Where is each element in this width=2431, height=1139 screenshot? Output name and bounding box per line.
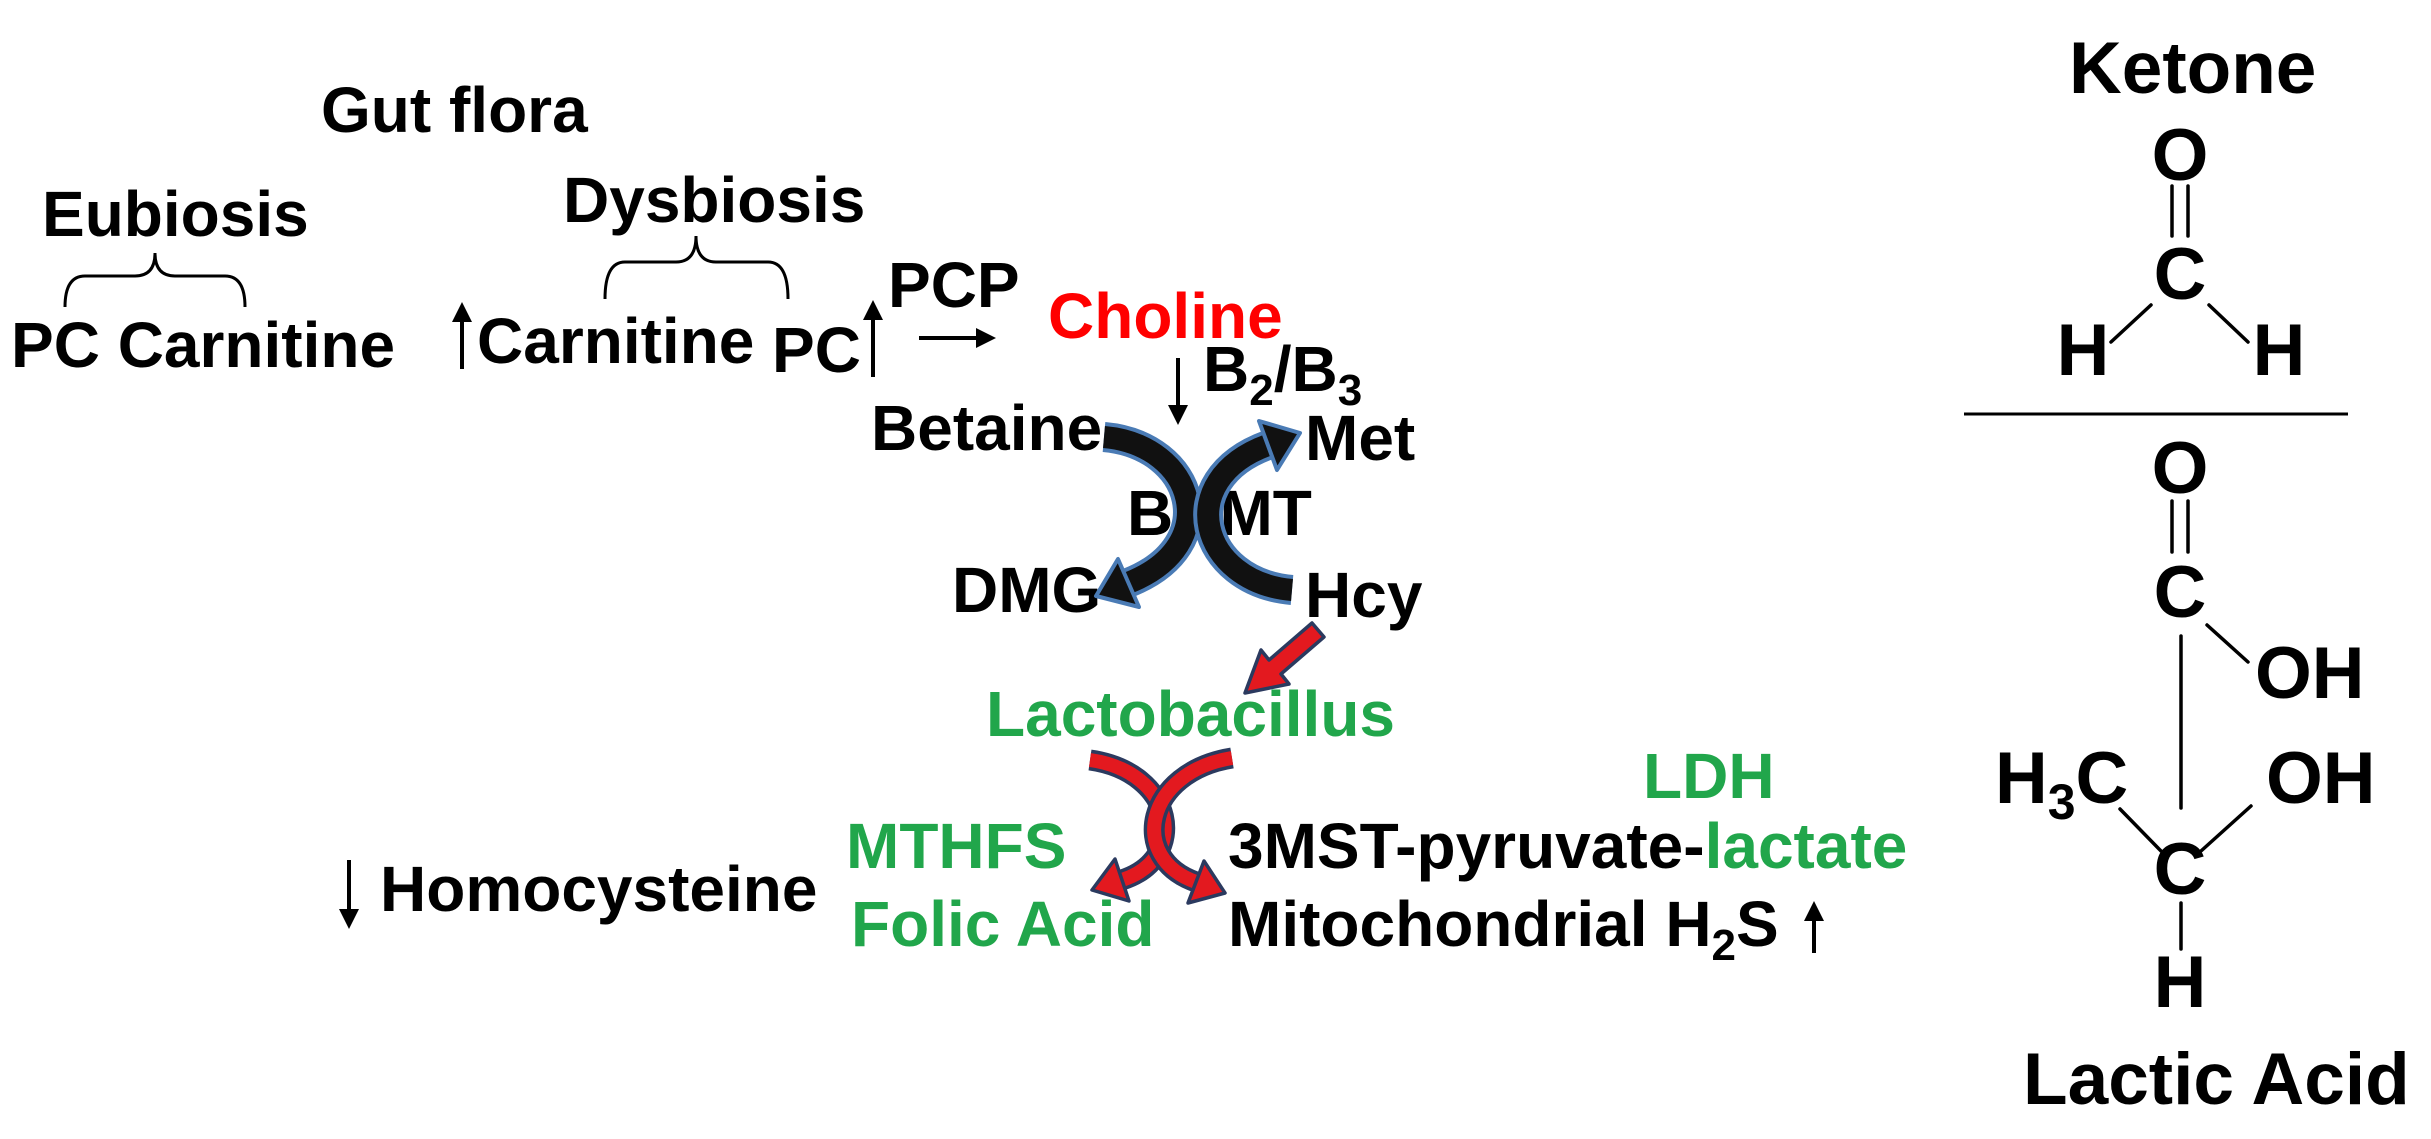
methyl-h: H (1995, 738, 2048, 819)
lactic-acid-structure: O C OH H3C OH C H Lactic Acid (1995, 428, 2410, 1120)
bhmt-cross-arrows (1094, 419, 1302, 609)
mthfs-label: MTHFS (846, 810, 1066, 882)
lactic-bond-methyl (2118, 807, 2163, 853)
cofactor-sub1: 2 (1249, 366, 1273, 415)
h2s-suffix: S (1736, 888, 1779, 960)
dysbiosis-carnitine: Carnitine (477, 305, 754, 377)
eubiosis-group: Eubiosis PC Carnitine (11, 178, 395, 381)
lactic-hydrogen: H (2154, 942, 2207, 1023)
cofactor-sub2: 3 (1338, 366, 1362, 415)
cofactor-b2: /B (1274, 333, 1338, 405)
lactic-methyl: H3C (1995, 738, 2128, 830)
ketone-hydrogen-left: H (2057, 310, 2110, 391)
eubiosis-members: PC Carnitine (11, 309, 395, 381)
hcy-to-met-arrow (1197, 434, 1294, 601)
cofactor-b1: B (1203, 333, 1249, 405)
mst-pyruvate-text: 3MST-pyruvate- (1228, 810, 1705, 882)
h2s-subscript: 2 (1712, 921, 1736, 970)
dysbiosis-pc: PC (772, 314, 861, 386)
h2s-prefix: Mitochondrial H (1228, 888, 1712, 960)
lactic-alpha-carbon: C (2154, 829, 2207, 910)
met-label: Met (1305, 402, 1415, 474)
lactobacillus-label: Lactobacillus (986, 678, 1395, 750)
cofactor-label: B2/B3 (1203, 333, 1362, 415)
hcy-label: Hcy (1305, 559, 1423, 631)
ketone-structure: Ketone O C H H (2057, 28, 2317, 391)
gut-flora-title: Gut flora (321, 74, 588, 146)
lactobacillus-cross-arrows (1088, 747, 1235, 905)
betaine-to-dmg-arrow (1102, 426, 1199, 594)
methyl-c: C (2076, 738, 2129, 819)
ldh-label: LDH (1643, 740, 1775, 812)
choline-label: Choline (1048, 280, 1283, 352)
lactic-acid-title: Lactic Acid (2023, 1039, 2410, 1120)
h2s-label: Mitochondrial H2S (1228, 888, 1779, 970)
mst-lactate-label: 3MST-pyruvate-lactate (1228, 810, 1907, 882)
right-red-arrowhead (1186, 859, 1227, 905)
lactic-bond-carbonyl-oh (2205, 623, 2250, 664)
ketone-carbon: C (2154, 234, 2207, 315)
homocysteine-label: Homocysteine (380, 853, 817, 925)
folic-acid-label: Folic Acid (851, 888, 1154, 960)
dmg-label: DMG (952, 554, 1101, 626)
lactic-carbonyl-carbon: C (2154, 552, 2207, 633)
right-red-arrow (1147, 751, 1234, 889)
betaine-label: Betaine (871, 392, 1102, 464)
ketone-hydrogen-right: H (2253, 310, 2306, 391)
lactic-hydroxyl-upper: OH (2255, 633, 2365, 714)
hcy-to-lactobacillus-arrow (1243, 621, 1326, 695)
lactic-oxygen: O (2152, 428, 2209, 509)
dysbiosis-brace (603, 235, 790, 300)
ketone-bond-right (2207, 303, 2250, 344)
ketone-bond-left (2109, 303, 2153, 344)
lactic-hydroxyl-lower: OH (2266, 738, 2376, 819)
ketone-title: Ketone (2069, 28, 2316, 109)
lactic-bond-hydroxyl-lower (2199, 804, 2253, 853)
methyl-subscript: 3 (2048, 774, 2076, 830)
pcp-label: PCP (888, 249, 1020, 321)
dmg-arrowhead (1094, 557, 1141, 609)
eubiosis-label: Eubiosis (42, 178, 309, 250)
eubiosis-brace (63, 252, 247, 308)
met-arrowhead (1257, 419, 1302, 472)
dysbiosis-label: Dysbiosis (563, 164, 865, 236)
dysbiosis-group: Dysbiosis Carnitine PC (452, 164, 883, 386)
lactate-text: lactate (1705, 810, 1908, 882)
ketone-oxygen: O (2152, 115, 2209, 196)
left-red-arrowhead (1090, 857, 1131, 903)
